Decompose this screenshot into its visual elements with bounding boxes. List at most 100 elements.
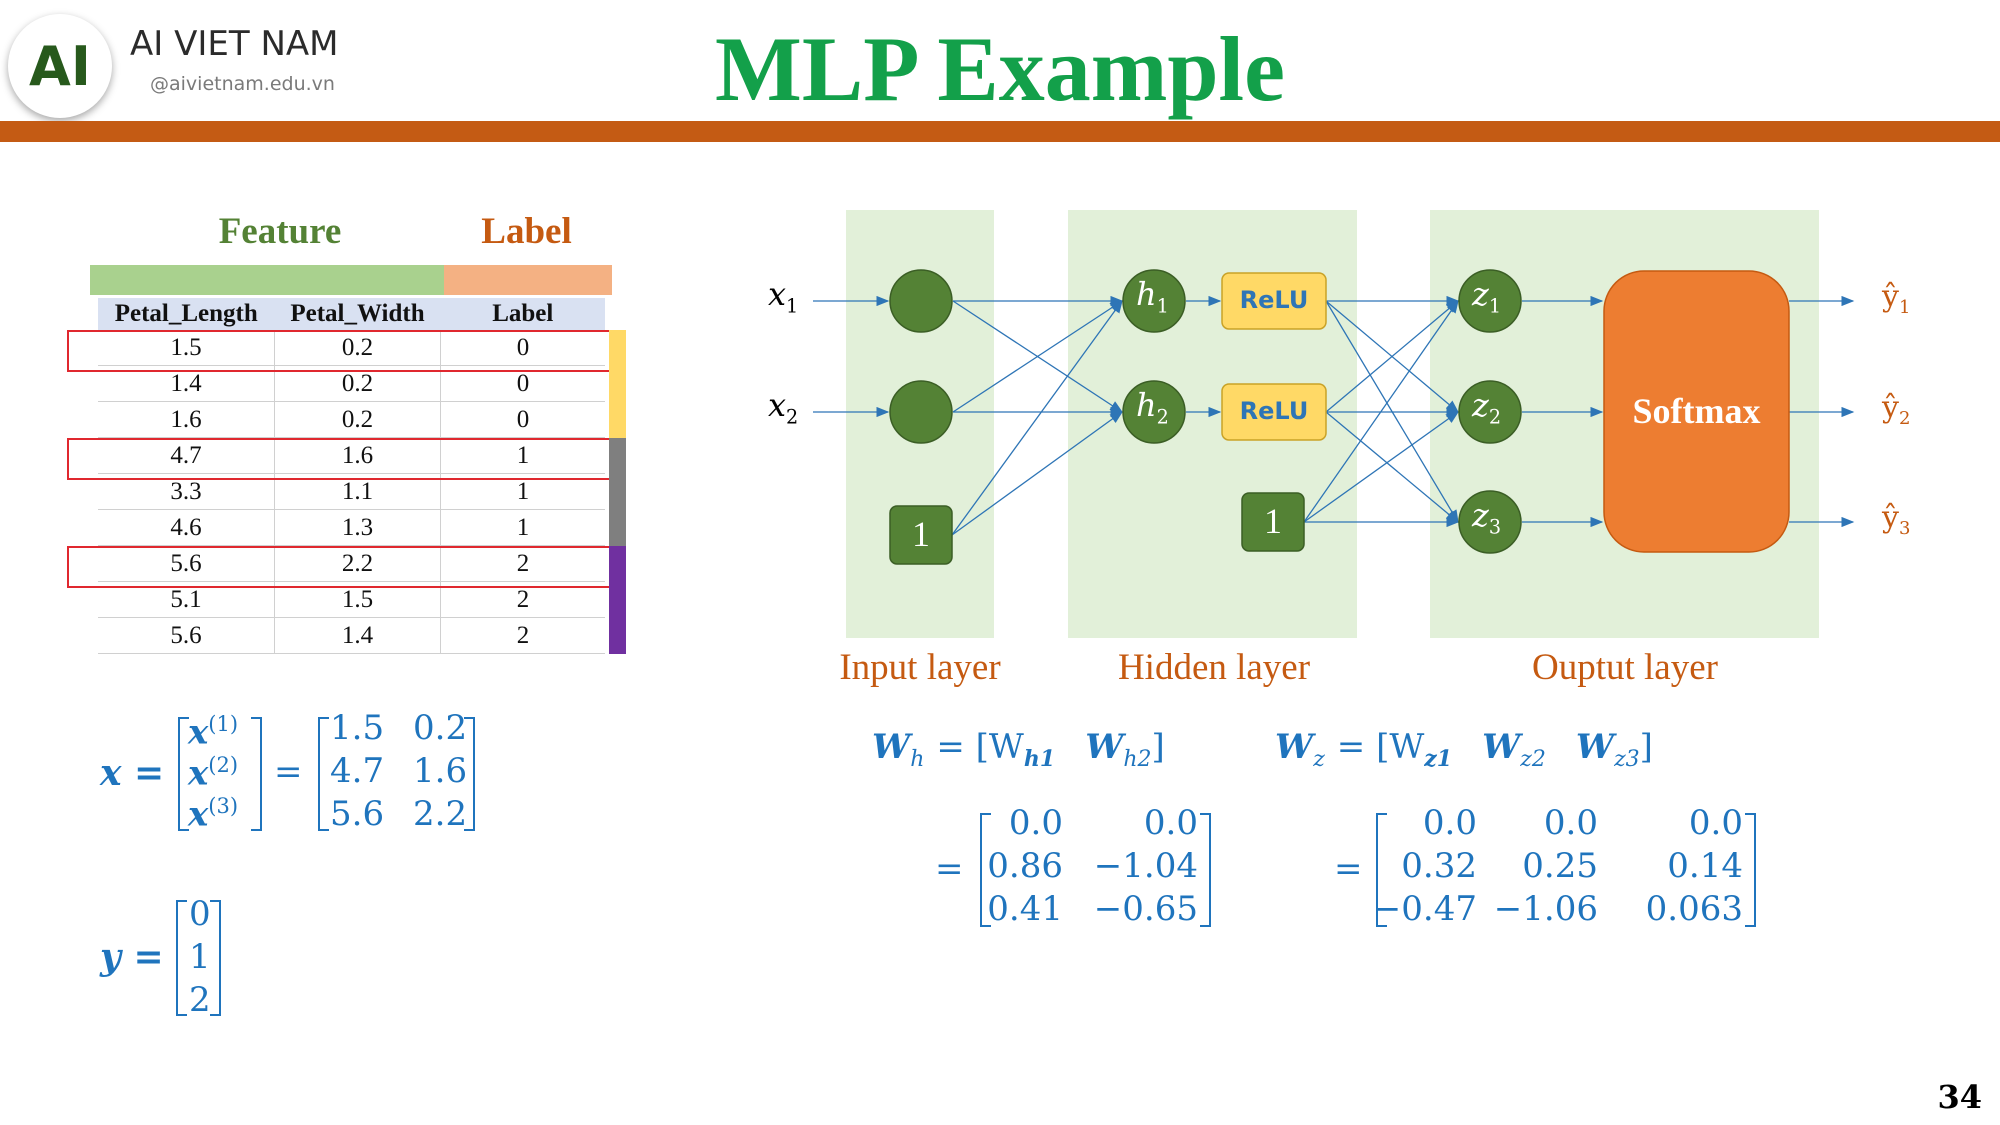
vector-cell: 2	[189, 980, 211, 1020]
matrix-cell: 0.25	[1522, 846, 1598, 886]
bias-node	[889, 505, 953, 565]
relu-label: ReLU	[1239, 397, 1309, 425]
page-number: 34	[1937, 1078, 1982, 1116]
equals-sign: =	[274, 752, 303, 792]
right-bracket	[464, 717, 475, 831]
class-color-bar	[609, 546, 626, 654]
hidden-node	[1122, 269, 1186, 333]
left-bracket	[318, 717, 329, 831]
table-cell: 0.2	[274, 330, 441, 366]
output-label: ŷ2	[1882, 390, 1911, 429]
input-label: x1	[768, 275, 799, 318]
softmax-label: Softmax	[1632, 390, 1761, 431]
matrix-cell: 0.0	[1422, 803, 1477, 843]
feature-header: Feature	[218, 211, 342, 252]
output-node-label: z1	[1472, 275, 1502, 318]
left-bracket	[980, 813, 991, 927]
matrix-cell: 0.86	[987, 846, 1063, 886]
table-cell: 2	[440, 617, 605, 654]
table-cell: 0	[440, 330, 605, 366]
matrix-cell: 4.7	[330, 751, 385, 791]
brand-handle: @aivietnam.edu.vn	[150, 73, 335, 95]
vector-cell: 0	[189, 894, 211, 934]
bias-label: 1	[912, 514, 930, 554]
matrix-cell: 0.0	[1143, 803, 1198, 843]
input-node	[889, 269, 953, 333]
connection-edge	[951, 299, 1123, 536]
table-cell: 2.2	[274, 545, 441, 582]
output-label: ŷ1	[1882, 279, 1911, 318]
matrix-cell: 0.2	[413, 708, 468, 748]
connection-edge	[951, 411, 1124, 536]
left-bracket	[1376, 813, 1387, 927]
matrix-cell: 5.6	[330, 794, 385, 834]
matrix-cell: 2.2	[413, 794, 468, 834]
label-header: Label	[481, 211, 572, 252]
right-bracket	[210, 900, 221, 1016]
page-title: MLP Example	[715, 18, 1285, 120]
table-cell: 1	[440, 509, 605, 546]
matrix-cell: −1.06	[1493, 889, 1598, 929]
matrix-cell: 0.063	[1645, 889, 1743, 929]
matrix-cell: 0.0	[1008, 803, 1063, 843]
connection-edge	[952, 300, 1124, 413]
table-cell: 0	[440, 401, 605, 438]
layer-label: Ouptut layer	[1532, 647, 1718, 688]
matrix-cell: 1.6	[413, 751, 468, 791]
feature-bar	[90, 265, 444, 295]
table-cell: 2	[440, 545, 605, 582]
output-node-label: z2	[1472, 386, 1502, 429]
table-cell: 1.5	[98, 330, 275, 366]
table-cell: 1	[440, 437, 605, 474]
matrix-cell: 0.32	[1401, 846, 1477, 886]
x-entry: x(2)	[188, 753, 239, 794]
hidden-node-label: h2	[1136, 386, 1169, 429]
x-label: x =	[100, 752, 165, 794]
connection-edge	[1303, 411, 1460, 523]
x-entry: x(3)	[188, 794, 239, 835]
table-cell: 5.6	[98, 617, 275, 654]
layer-label: Input layer	[839, 647, 1001, 688]
column-header: Petal_Width	[274, 298, 441, 330]
label-bar	[444, 265, 612, 295]
softmax-box	[1603, 270, 1790, 553]
output-node	[1458, 380, 1522, 444]
table-cell: 0.2	[274, 401, 441, 438]
matrix-cell: 0.41	[987, 889, 1063, 929]
connection-edge	[1303, 299, 1459, 523]
connection-edge	[1325, 411, 1459, 523]
column-header: Label	[440, 298, 605, 330]
hidden-node-label: h1	[1136, 275, 1169, 318]
equals-sign: =	[935, 849, 964, 889]
right-bracket	[1200, 813, 1211, 927]
hidden-node	[1122, 380, 1186, 444]
relu-box	[1221, 272, 1327, 330]
output-node	[1458, 490, 1522, 554]
matrix-cell: 0.14	[1667, 846, 1743, 886]
matrix-cell: 1.5	[330, 708, 385, 748]
output-node	[1458, 269, 1522, 333]
class-color-bar	[609, 438, 626, 546]
input-label: x2	[768, 386, 799, 429]
bias-label: 1	[1264, 501, 1282, 541]
matrix-cell: 0.0	[1688, 803, 1743, 843]
table-cell: 1.4	[274, 617, 441, 654]
connection-edge	[1325, 300, 1459, 413]
table-header-row: Petal_Length Petal_Width Label	[98, 298, 605, 330]
input-node	[889, 380, 953, 444]
brand-logo: AI	[8, 14, 112, 118]
left-bracket	[176, 900, 187, 1016]
matrix-cell: 0.0	[1543, 803, 1598, 843]
relu-label: ReLU	[1239, 286, 1309, 314]
table-cell: 5.6	[98, 545, 275, 582]
right-bracket	[251, 717, 262, 831]
